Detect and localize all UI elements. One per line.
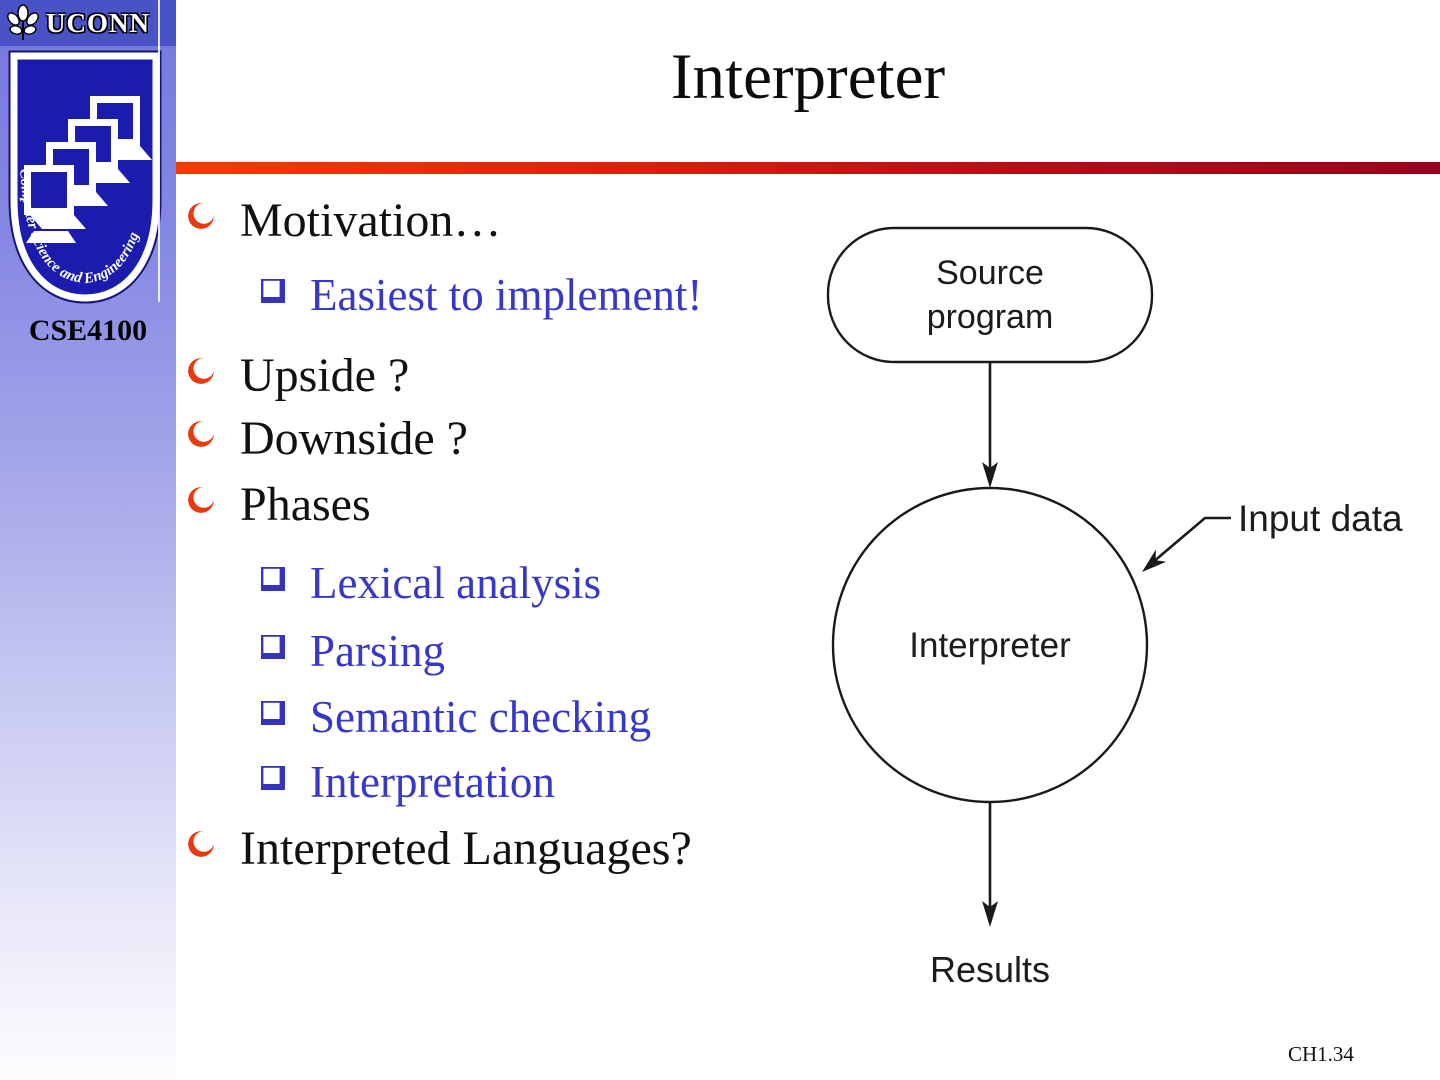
input-data-label: Input data — [1238, 498, 1403, 539]
blue-square-bullet-icon — [261, 701, 285, 725]
bullet-text: Semantic checking — [310, 692, 652, 742]
bullet-text: Parsing — [310, 626, 445, 676]
cse-shield-logo: Computer Science and Engineering — [8, 50, 162, 304]
bullet-item: Downside ? — [186, 412, 468, 466]
red-circle-bullet-icon — [188, 203, 215, 229]
red-circle-bullet-icon — [188, 831, 215, 857]
red-circle-bullet-icon — [188, 358, 215, 384]
page-number: CH1.34 — [1288, 1042, 1354, 1066]
source-program-label-line1: Source — [936, 254, 1044, 292]
blue-square-bullet-icon — [261, 567, 285, 591]
slide-title: Interpreter — [670, 41, 946, 113]
title-divider — [176, 162, 1440, 174]
arrowhead-input-data — [1142, 549, 1167, 572]
bullet-item: Interpreted Languages? — [186, 822, 692, 876]
input-data-leader-line — [1145, 516, 1231, 569]
red-circle-bullet-icon — [188, 487, 215, 513]
sidebar: UCONN — [0, 0, 176, 1080]
oak-leaf-icon — [7, 4, 39, 40]
course-code: CSE4100 — [28, 314, 148, 347]
results-label: Results — [930, 949, 1050, 990]
bullet-text: Easiest to implement! — [310, 270, 703, 320]
monitor-stack-icon — [24, 96, 152, 243]
bullet-text: Upside ? — [240, 349, 410, 402]
bullet-item: Parsing — [258, 626, 445, 676]
uconn-wordmark: UCONN — [46, 7, 150, 38]
arrowhead-source-to-interpreter — [982, 462, 998, 488]
bullet-text: Downside ? — [240, 412, 468, 465]
bullet-text: Lexical analysis — [310, 558, 602, 608]
bullet-item: Interpretation — [258, 757, 555, 807]
arrowhead-interpreter-to-results — [982, 901, 998, 927]
source-program-label-line2: program — [927, 298, 1054, 336]
interpreter-flow-diagram: Source program Interpreter Input data Re… — [826, 226, 1403, 990]
bullet-item: Motivation… — [186, 194, 501, 248]
blue-square-bullet-icon — [261, 766, 285, 790]
bullet-text: Interpreted Languages? — [240, 822, 692, 875]
interpreter-label: Interpreter — [909, 626, 1071, 665]
bullet-text: Interpretation — [310, 757, 555, 807]
bullet-item: Phases — [186, 478, 371, 532]
bullet-item: Upside ? — [186, 349, 409, 403]
bullet-text: Motivation… — [240, 194, 502, 247]
red-circle-bullet-icon — [188, 421, 215, 447]
blue-square-bullet-icon — [261, 279, 285, 303]
bullet-item: Easiest to implement! — [258, 270, 702, 320]
bullet-item: Lexical analysis — [258, 558, 601, 608]
sidebar-divider — [158, 0, 160, 302]
bullet-item: Semantic checking — [258, 692, 651, 742]
blue-square-bullet-icon — [261, 635, 285, 659]
uconn-banner: UCONN — [0, 0, 176, 46]
bullet-text: Phases — [240, 478, 371, 531]
source-program-node — [826, 226, 1154, 364]
